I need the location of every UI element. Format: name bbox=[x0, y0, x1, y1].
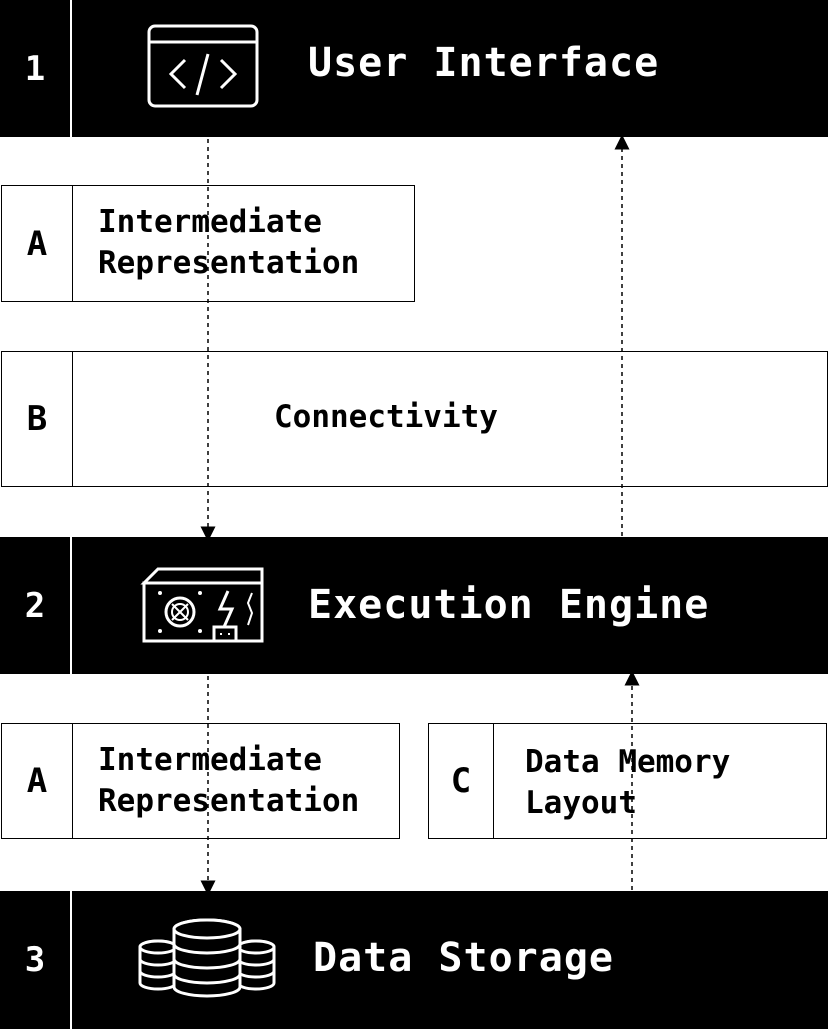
layer-3-band: 3 Data Storage bbox=[0, 891, 828, 1029]
component-letter: B bbox=[2, 352, 73, 486]
layer-number: 1 bbox=[0, 0, 72, 137]
component-label-line: Intermediate bbox=[98, 742, 322, 778]
component-letter: A bbox=[2, 186, 73, 301]
component-box-c: C Data Memory Layout bbox=[428, 723, 827, 839]
component-label-line: Intermediate bbox=[98, 204, 322, 240]
component-label: Connectivity bbox=[274, 397, 498, 438]
power-supply-icon bbox=[140, 567, 264, 643]
component-box-b: B Connectivity bbox=[1, 351, 828, 487]
component-label-line: Data Memory bbox=[525, 744, 731, 780]
database-icon bbox=[138, 918, 276, 998]
component-letter: A bbox=[2, 724, 73, 838]
component-label: Data Memory Layout bbox=[525, 742, 730, 824]
component-label-line: Representation bbox=[98, 245, 360, 281]
component-box-a-bottom: A Intermediate Representation bbox=[1, 723, 400, 839]
layer-title: Execution Engine bbox=[308, 582, 710, 628]
component-label-line: Connectivity bbox=[274, 399, 498, 435]
component-label: Intermediate Representation bbox=[98, 202, 359, 284]
component-letter: C bbox=[429, 724, 494, 838]
component-label: Intermediate Representation bbox=[98, 740, 359, 822]
code-window-icon bbox=[147, 24, 259, 108]
component-label-line: Layout bbox=[525, 785, 637, 821]
layer-1-band: 1 User Interface bbox=[0, 0, 828, 137]
component-box-a-top: A Intermediate Representation bbox=[1, 185, 415, 302]
component-label-line: Representation bbox=[98, 783, 360, 819]
layer-number: 3 bbox=[0, 891, 72, 1029]
layer-title: Data Storage bbox=[313, 935, 614, 981]
layer-2-band: 2 Execution Engine bbox=[0, 537, 828, 674]
layer-number: 2 bbox=[0, 537, 72, 674]
layer-title: User Interface bbox=[308, 40, 660, 86]
